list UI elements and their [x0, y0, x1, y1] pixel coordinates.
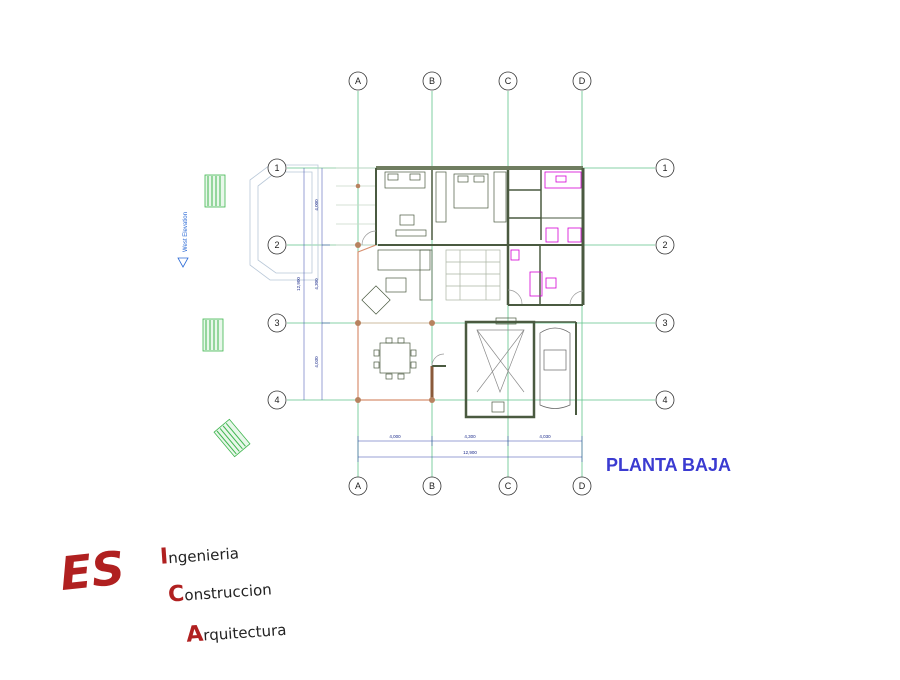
- svg-text:4: 4: [274, 395, 279, 405]
- dimension-lines-left: [303, 168, 330, 400]
- svg-text:1: 1: [662, 163, 667, 173]
- svg-text:A: A: [355, 76, 361, 86]
- logo-initial-c: C: [167, 582, 185, 608]
- plant-icon: [213, 418, 251, 458]
- plant-icon: [204, 174, 226, 208]
- logo-mark: ES: [57, 541, 127, 601]
- grid-bubble-1-left: 1: [267, 158, 287, 178]
- logo-line-3: Arquitectura: [185, 616, 287, 648]
- svg-text:B: B: [429, 481, 435, 491]
- svg-text:D: D: [579, 481, 586, 491]
- furniture: [361, 171, 584, 413]
- svg-text:B: B: [429, 76, 435, 86]
- grid-bubble-4-right: 4: [655, 390, 675, 410]
- grid-bubble-2-right: 2: [655, 235, 675, 255]
- logo-line-1: Ingenieria: [159, 539, 239, 569]
- grid-bubble-2-left: 2: [267, 235, 287, 255]
- grid-bubble-b-bottom: B: [422, 476, 442, 496]
- logo-line-2: Construccion: [167, 575, 272, 607]
- terrace-area: [249, 164, 377, 281]
- company-logo: ES Ingenieria Construccion Arquitectura: [57, 539, 287, 648]
- svg-text:3: 3: [274, 318, 279, 328]
- grid-bubble-a-top: A: [348, 71, 368, 91]
- grid-bubble-a-bottom: A: [348, 476, 368, 496]
- dimension-left-1: 4,000: [314, 199, 319, 211]
- svg-text:D: D: [579, 76, 586, 86]
- grid-lines: [287, 91, 655, 477]
- svg-text:A: A: [355, 481, 361, 491]
- logo-line2-text: onstruccion: [184, 580, 272, 604]
- elevation-triangle-icon: [177, 257, 189, 268]
- terrace-railing: [357, 170, 432, 401]
- logo-initial-i: I: [159, 544, 169, 570]
- dimension-bottom-2: 4,300: [464, 434, 476, 439]
- grid-bubble-b-top: B: [422, 71, 442, 91]
- grid-bubble-d-bottom: D: [572, 476, 592, 496]
- grid-bubble-1-right: 1: [655, 158, 675, 178]
- structural-columns: [355, 183, 435, 403]
- dimension-bottom-total: 12,900: [463, 450, 477, 455]
- grid-bubble-c-top: C: [498, 71, 518, 91]
- svg-text:C: C: [505, 76, 512, 86]
- grid-bubble-d-top: D: [572, 71, 592, 91]
- dimension-left-2: 4,300: [314, 278, 319, 290]
- svg-text:1: 1: [274, 163, 279, 173]
- svg-text:4: 4: [662, 395, 667, 405]
- svg-text:C: C: [505, 481, 512, 491]
- svg-text:2: 2: [662, 240, 667, 250]
- grid-bubble-3-right: 3: [655, 313, 675, 333]
- elevation-marker: West Elevation: [177, 212, 189, 268]
- dimension-bottom-1: 4,000: [389, 434, 401, 439]
- plan-title: PLANTA BAJA: [606, 455, 731, 475]
- plant-icon: [202, 318, 224, 352]
- grid-bubble-c-bottom: C: [498, 476, 518, 496]
- svg-text:3: 3: [662, 318, 667, 328]
- logo-line3-text: rquitectura: [203, 621, 287, 645]
- dimension-lines-bottom: [357, 436, 583, 462]
- dimension-bottom-3: 4,030: [539, 434, 551, 439]
- dimension-left-3: 4,030: [314, 356, 319, 368]
- elevation-label: West Elevation: [183, 212, 189, 252]
- building-walls: [375, 166, 585, 419]
- grid-bubble-4-left: 4: [267, 390, 287, 410]
- svg-text:2: 2: [274, 240, 279, 250]
- bathroom-fixtures: [510, 171, 582, 297]
- grid-bubble-3-left: 3: [267, 313, 287, 333]
- logo-line1-text: ngenieria: [168, 544, 240, 567]
- logo-initial-a: A: [185, 622, 204, 648]
- dimension-left-total: 12,900: [296, 277, 301, 291]
